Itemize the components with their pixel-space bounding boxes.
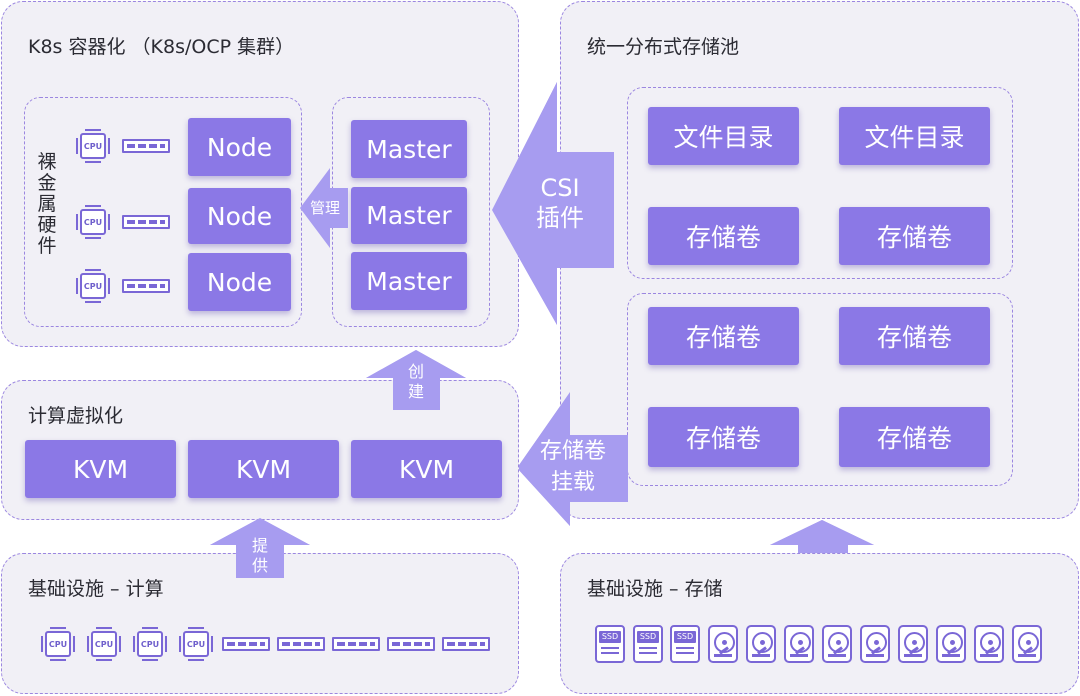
cpu-icon: CPU [132,626,168,662]
memory-icon [222,637,270,651]
manage-arrow-label-text: 管理 [309,199,340,217]
ssd-label: SSD [674,631,696,643]
hdd-icon [936,625,966,663]
ssd-label: SSD [599,631,621,643]
provide-arrow-label-text: 提供 [252,536,269,575]
cpu-icon: CPU [40,626,76,662]
ssd-icon: SSD [670,625,700,663]
mount-arrow-label-line2: 挂载 [550,470,595,495]
compute-virtualization-title: 计算虚拟化 [28,405,124,427]
mount-arrow-label-line1: 存储卷 [539,439,606,464]
hdd-icon [898,625,928,663]
create-arrow-label-text: 创建 [408,362,425,401]
csi-arrow-label-line2: 插件 [536,204,584,232]
infra-storage-panel: 基础设施 – 存储 [560,553,1079,694]
hdd-icon [822,625,852,663]
hdd-icon [746,625,776,663]
storage-volume-block: 存储卷 [839,207,990,265]
storage-volume-block: 存储卷 [839,407,990,467]
cpu-chip-label: CPU [91,631,117,657]
memory-icon [277,637,325,651]
memory-icon [387,637,435,651]
storage-group-2 [627,293,1013,486]
memory-icon [122,215,170,229]
hdd-icon [1012,625,1042,663]
infra-storage-title: 基础设施 – 存储 [587,578,723,600]
master-block: Master [351,252,467,310]
ssd-icon: SSD [595,625,625,663]
cpu-icon: CPU [86,626,122,662]
cpu-icon: CPU [178,626,214,662]
cpu-icon: CPU [75,268,111,304]
memory-icon [442,637,490,651]
node-block: Node [188,253,291,311]
infra-compute-title: 基础设施 – 计算 [28,578,164,600]
k8s-panel-title: K8s 容器化 （K8s/OCP 集群） [28,36,295,58]
memory-icon [122,279,170,293]
file-directory-block: 文件目录 [839,107,990,165]
file-directory-block: 文件目录 [648,107,799,165]
cpu-chip-label: CPU [80,133,106,159]
kvm-block: KVM [25,440,176,498]
hdd-icon [860,625,890,663]
storage-volume-block: 存储卷 [839,307,990,365]
hdd-icon [708,625,738,663]
kvm-block: KVM [351,440,502,498]
hdd-icon [974,625,1004,663]
storage-volume-block: 存储卷 [648,207,799,265]
cpu-chip-label: CPU [45,631,71,657]
storage-group-1 [627,87,1013,279]
cpu-chip-label: CPU [80,209,106,235]
create-arrow-label: 创建 [406,362,426,402]
csi-arrow-label-line1: CSI [540,174,580,202]
ssd-icon: SSD [633,625,663,663]
node-block: Node [188,188,291,244]
storage-volume-block: 存储卷 [648,307,799,365]
provide-arrow-label: 提供 [250,536,270,576]
storage-pool-title: 统一分布式存储池 [587,36,740,58]
master-block: Master [351,120,467,178]
node-block: Node [188,118,291,176]
cpu-icon: CPU [75,204,111,240]
cpu-chip-label: CPU [183,631,209,657]
ssd-label: SSD [637,631,659,643]
master-block: Master [351,187,467,244]
bare-metal-label: 裸金属硬件 [37,151,57,257]
memory-icon [122,139,170,153]
cpu-icon: CPU [75,128,111,164]
memory-icon [332,637,380,651]
cpu-chip-label: CPU [137,631,163,657]
cpu-chip-label: CPU [80,273,106,299]
hdd-icon [784,625,814,663]
kvm-block: KVM [188,440,339,498]
storage-volume-block: 存储卷 [648,407,799,467]
